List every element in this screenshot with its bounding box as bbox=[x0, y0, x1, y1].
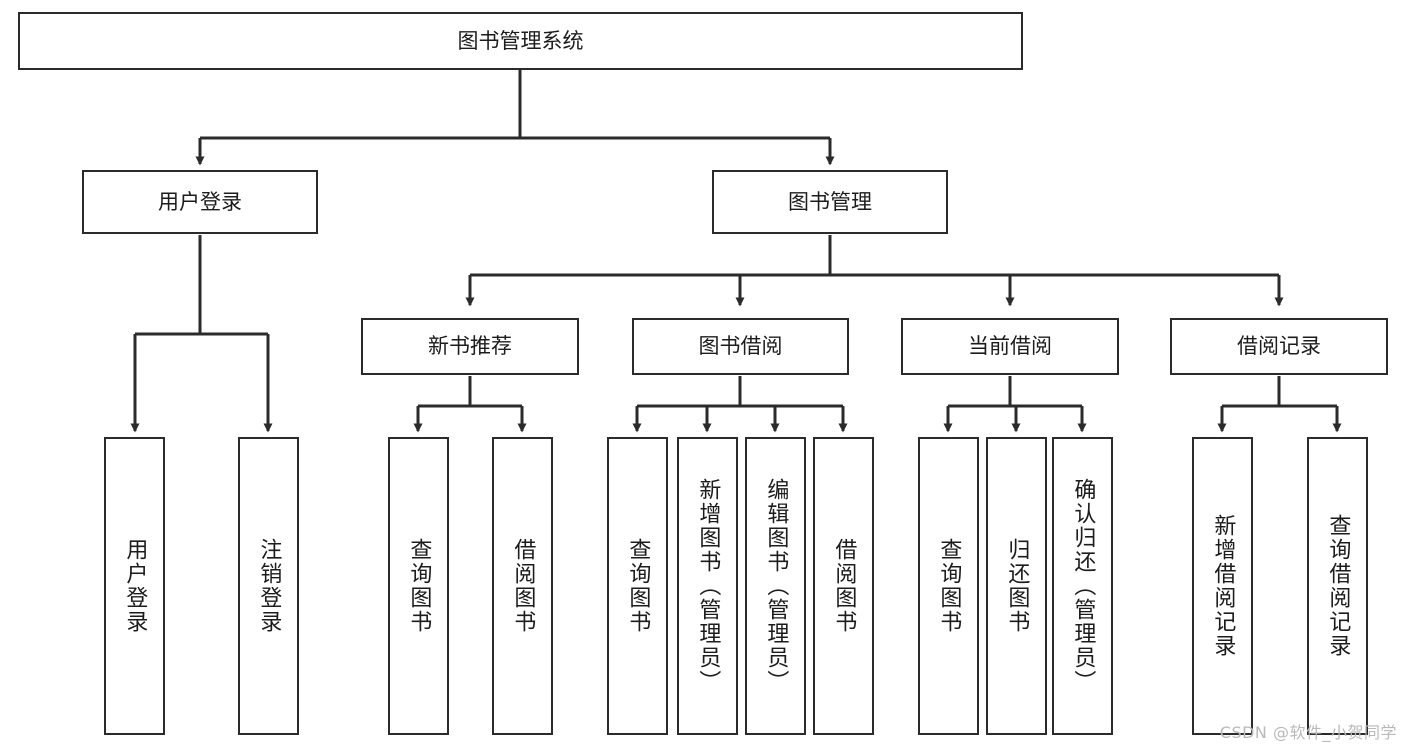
node-leaf-query-book-1-label: 查询图书 bbox=[406, 538, 432, 634]
node-leaf-user-logout[interactable]: 注销登录 bbox=[238, 437, 299, 735]
node-leaf-user-logout-label: 注销登录 bbox=[256, 538, 282, 634]
node-user-login-label: 用户登录 bbox=[158, 189, 242, 214]
node-current-borrow-label: 当前借阅 bbox=[968, 334, 1052, 359]
node-leaf-return-book[interactable]: 归还图书 bbox=[986, 437, 1047, 735]
node-leaf-query-book-1[interactable]: 查询图书 bbox=[388, 437, 449, 735]
node-leaf-borrow-book-1-label: 借阅图书 bbox=[510, 538, 536, 634]
node-leaf-edit-book-admin[interactable]: 编辑图书（管理员） bbox=[745, 437, 806, 735]
node-book-manage[interactable]: 图书管理 bbox=[712, 170, 948, 234]
node-leaf-borrow-book-1[interactable]: 借阅图书 bbox=[492, 437, 553, 735]
watermark-text: CSDN @软件_小贺同学 bbox=[1219, 723, 1397, 742]
node-leaf-return-book-label: 归还图书 bbox=[1004, 538, 1030, 634]
node-root-label: 图书管理系统 bbox=[457, 28, 584, 53]
node-new-book-recommend-label: 新书推荐 bbox=[428, 334, 512, 359]
node-leaf-confirm-return-admin[interactable]: 确认归还（管理员） bbox=[1052, 437, 1113, 735]
node-leaf-borrow-book-2-label: 借阅图书 bbox=[831, 538, 857, 634]
node-borrow-record-label: 借阅记录 bbox=[1237, 334, 1321, 359]
node-leaf-query-book-2-label: 查询图书 bbox=[625, 538, 651, 634]
node-borrow-record[interactable]: 借阅记录 bbox=[1170, 318, 1388, 375]
node-book-borrow[interactable]: 图书借阅 bbox=[632, 318, 849, 375]
node-leaf-query-book-3-label: 查询图书 bbox=[936, 538, 962, 634]
node-leaf-edit-book-admin-label: 编辑图书（管理员） bbox=[763, 478, 789, 694]
node-new-book-recommend[interactable]: 新书推荐 bbox=[361, 318, 579, 375]
node-leaf-add-book-admin[interactable]: 新增图书（管理员） bbox=[677, 437, 738, 735]
node-leaf-user-login-label: 用户登录 bbox=[122, 538, 148, 634]
node-leaf-query-book-3[interactable]: 查询图书 bbox=[918, 437, 979, 735]
node-book-manage-label: 图书管理 bbox=[788, 189, 872, 214]
node-leaf-add-book-admin-label: 新增图书（管理员） bbox=[695, 478, 721, 694]
node-root[interactable]: 图书管理系统 bbox=[18, 12, 1023, 70]
node-current-borrow[interactable]: 当前借阅 bbox=[901, 318, 1119, 375]
node-leaf-add-borrow-record[interactable]: 新增借阅记录 bbox=[1192, 437, 1253, 735]
node-leaf-query-borrow-record[interactable]: 查询借阅记录 bbox=[1307, 437, 1368, 735]
node-leaf-query-borrow-record-label: 查询借阅记录 bbox=[1325, 514, 1351, 658]
node-leaf-borrow-book-2[interactable]: 借阅图书 bbox=[813, 437, 874, 735]
node-leaf-query-book-2[interactable]: 查询图书 bbox=[607, 437, 668, 735]
node-book-borrow-label: 图书借阅 bbox=[698, 334, 783, 359]
node-leaf-confirm-return-admin-label: 确认归还（管理员） bbox=[1070, 478, 1096, 694]
node-leaf-user-login[interactable]: 用户登录 bbox=[104, 437, 165, 735]
node-user-login[interactable]: 用户登录 bbox=[82, 170, 318, 234]
node-leaf-add-borrow-record-label: 新增借阅记录 bbox=[1210, 514, 1236, 658]
